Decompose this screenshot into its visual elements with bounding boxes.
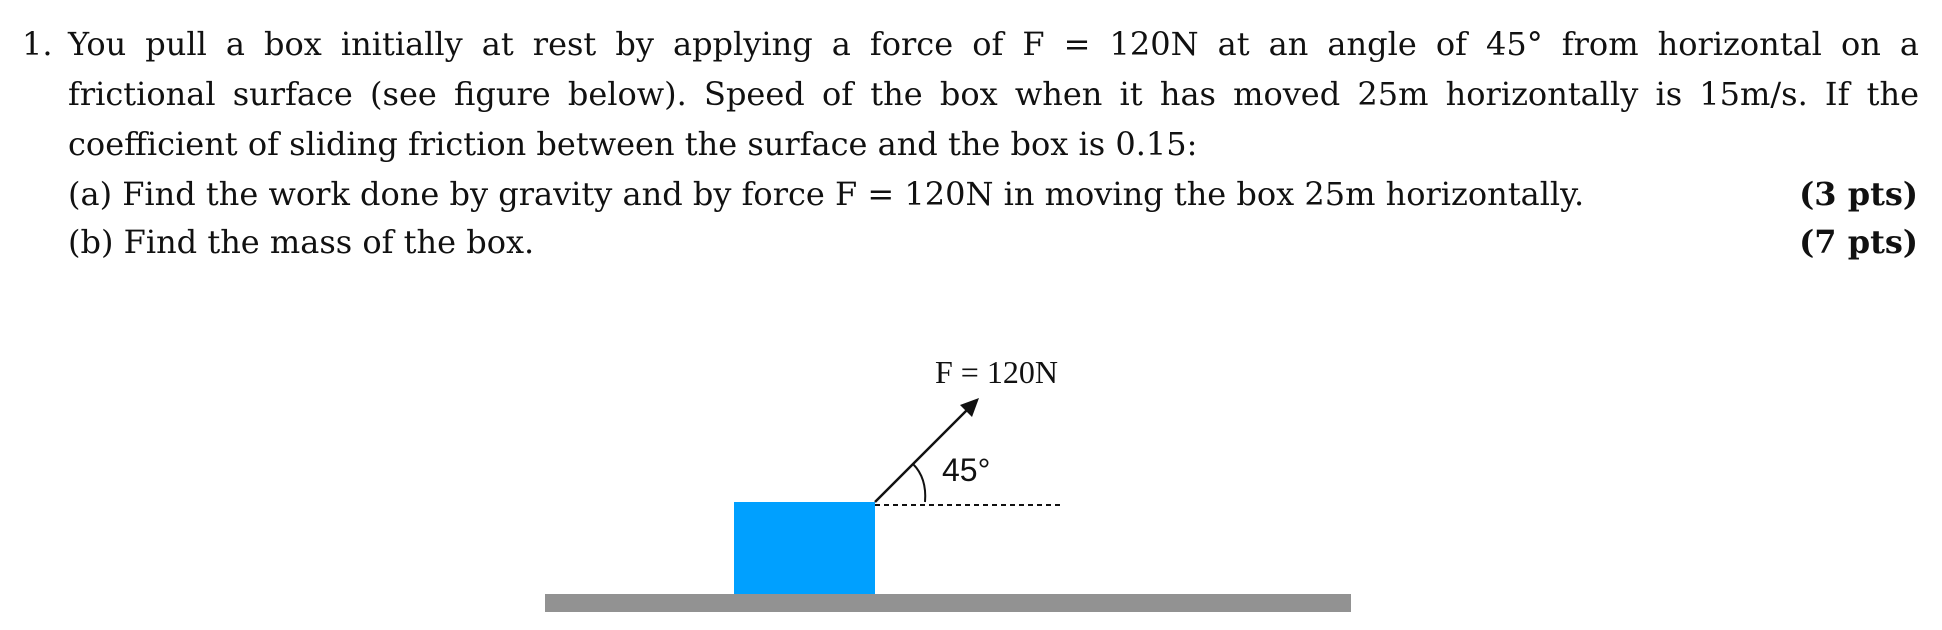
force-arrowhead-icon — [960, 398, 979, 417]
problem-text-line-2: frictional surface (see figure below). S… — [68, 75, 1919, 113]
problem-line-1: 1. You pull a box initially at rest by a… — [22, 24, 1919, 64]
problem-text-line-3: coefficient of sliding friction between … — [68, 125, 1198, 163]
force-vector-line — [874, 406, 971, 503]
problem-number: 1. — [22, 25, 53, 63]
part-b-points: (7 pts) — [1799, 223, 1918, 261]
part-b-question: (b) Find the mass of the box. — [68, 223, 535, 261]
problem-text-line-1: You pull a box initially at rest by appl… — [68, 25, 1919, 63]
angle-arc — [912, 463, 927, 503]
box — [734, 502, 875, 594]
ground-surface — [545, 594, 1351, 612]
part-a-points: (3 pts) — [1799, 175, 1918, 213]
part-a-question: (a) Find the work done by gravity and by… — [68, 175, 1585, 213]
angle-label: 45° — [942, 452, 991, 488]
force-label: F = 120N — [935, 354, 1058, 390]
